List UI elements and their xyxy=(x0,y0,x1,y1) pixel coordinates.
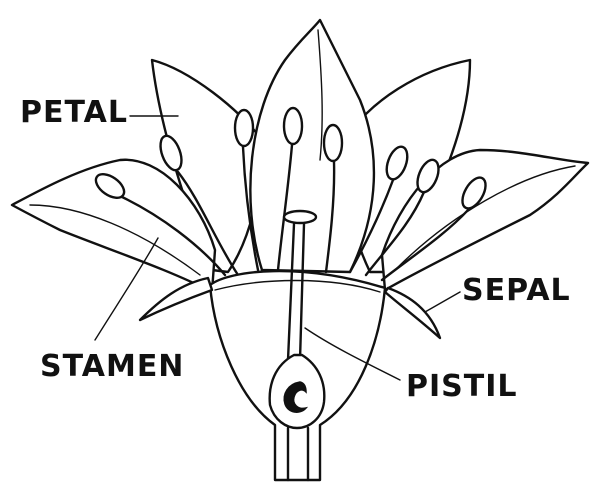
label-sepal: SEPAL xyxy=(462,273,571,308)
sepal-left xyxy=(138,276,214,322)
petal-top-center-midrib xyxy=(317,29,323,161)
petal-outer-left xyxy=(10,158,217,294)
petal-top-center xyxy=(249,18,376,274)
stamens xyxy=(94,106,487,282)
leader-stamen xyxy=(94,237,159,341)
leader-pistil xyxy=(304,327,401,381)
receptacle-rim xyxy=(214,279,381,293)
pistil-stigma xyxy=(282,209,318,225)
petal-outer-right-midrib xyxy=(394,165,576,271)
ovule xyxy=(283,381,309,413)
pistil-style xyxy=(286,222,296,362)
label-stamen: STAMEN xyxy=(40,349,185,384)
leader-sepal xyxy=(424,291,461,313)
stem xyxy=(286,426,310,482)
pistil-style-right xyxy=(298,222,306,362)
label-petal: PETAL xyxy=(20,95,128,130)
label-pistil: PISTIL xyxy=(406,369,518,404)
sepal-right xyxy=(383,286,442,340)
petal-outer-left-midrib xyxy=(29,204,201,276)
